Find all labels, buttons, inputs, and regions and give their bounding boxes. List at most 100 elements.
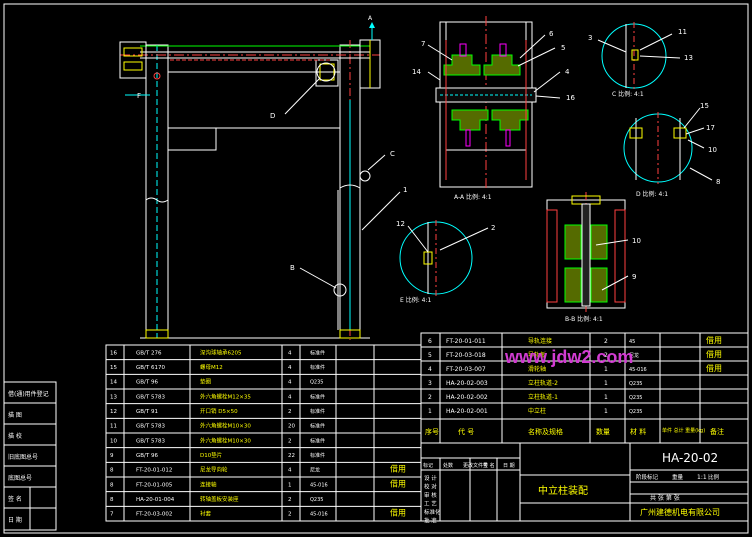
upper-bom-no: 1 — [428, 408, 432, 415]
balloon-9: 9 — [632, 273, 636, 281]
lower-bom-code: GB/T 96 — [136, 453, 158, 459]
lower-bom-name: 开口销 D5×50 — [200, 407, 238, 415]
left-strip-label: 描 校 — [8, 432, 22, 440]
f-mark: F — [137, 92, 141, 100]
left-bracket — [119, 41, 147, 79]
balloon-14: 14 — [412, 68, 421, 76]
header-qty: 数量 — [596, 427, 610, 436]
rev-label: 签 名 — [483, 462, 495, 469]
lower-bom-qty: 2 — [288, 409, 292, 415]
lower-bom-qty: 4 — [288, 468, 292, 474]
right-label: 重量 — [672, 473, 684, 481]
signoff-label: 标准化 — [424, 508, 441, 516]
left-bracket-slot — [123, 47, 143, 57]
lower-bom-name: 深沟球轴承6205 — [200, 348, 242, 356]
lower-bom-no: 7 — [110, 512, 114, 518]
ratio-value: 1:1 — [697, 474, 707, 481]
balloon-8: 8 — [716, 178, 720, 186]
balloon-12: 12 — [396, 220, 405, 228]
rev-label: 标记 — [423, 462, 433, 469]
balloon-13: 13 — [684, 54, 693, 62]
lower-bom-no: 12 — [110, 409, 117, 415]
lower-bom-qty: 1 — [288, 482, 292, 488]
upper-bom-material: 45 — [629, 339, 635, 345]
section-bb — [546, 192, 629, 314]
header-remark: 备注 — [710, 427, 724, 436]
lower-bom-no: 15 — [110, 365, 117, 371]
upper-bom-remark: 借用 — [706, 363, 722, 373]
balloon-2: 2 — [491, 224, 495, 232]
balloon-7: 7 — [421, 40, 425, 48]
lower-bom-material: 尼龙 — [310, 467, 320, 474]
upper-bom-qty: 1 — [604, 380, 608, 387]
drawing-number: HA-20-02 — [662, 451, 718, 465]
lower-bom-code: GB/T 276 — [136, 350, 162, 356]
upper-bom-code: HA-20-02-001 — [446, 408, 488, 415]
assembly-name: 中立柱装配 — [538, 484, 588, 497]
upper-bom-qty: 2 — [604, 352, 608, 359]
lower-bom-code: FT-20-01-005 — [136, 482, 173, 488]
upper-bom-qty: 2 — [604, 338, 608, 345]
lower-bom-qty: 2 — [288, 512, 292, 518]
header-material: 材 料 — [630, 427, 646, 436]
upper-bom-code: FT-20-03-018 — [446, 352, 486, 359]
lower-bom-name: 转轴盖板安装座 — [200, 495, 239, 503]
b-mark: B — [290, 264, 295, 272]
balloon-17: 17 — [706, 124, 715, 132]
right-label: 比例 — [708, 473, 720, 481]
header-code: 代 号 — [458, 427, 474, 436]
left-strip-label: 底图总号 — [8, 474, 32, 482]
mid-box — [167, 127, 217, 151]
signoff-label: 校 对 — [424, 483, 437, 491]
upper-bom-no: 4 — [428, 366, 432, 373]
detail-d — [623, 107, 713, 184]
lower-bom-code: GB/T 96 — [136, 380, 158, 386]
lower-bom-name: 外六角螺栓M12×35 — [200, 392, 251, 400]
upper-bom-name: 立柱轨道-2 — [528, 379, 558, 387]
upper-bom-qty: 1 — [604, 366, 608, 373]
lower-bom-name: 螺母M12 — [200, 363, 223, 371]
left-strip-label: 签 名 — [8, 495, 22, 503]
balloon-1: 1 — [403, 186, 407, 194]
lower-bom-material: 标准件 — [310, 437, 325, 444]
lower-bom-material: Q235 — [310, 497, 323, 503]
balloon-6: 6 — [549, 30, 554, 38]
header-name: 名称及规格 — [528, 427, 563, 436]
lower-bom-name: 连接轴 — [200, 480, 217, 488]
lower-bom-qty: 2 — [288, 438, 292, 444]
balloon-15: 15 — [700, 102, 709, 110]
upper-bom-no: 3 — [428, 380, 432, 387]
upper-bom-no: 5 — [428, 352, 432, 359]
upper-bom-code: FT-20-01-011 — [446, 338, 486, 345]
right-labels: 阶段标记重量比例 — [636, 473, 720, 481]
section-aa — [427, 16, 561, 190]
left-bracket-slot-2 — [123, 61, 143, 71]
signoff-label: 工 艺 — [424, 501, 437, 508]
upper-bom-no: 2 — [428, 394, 432, 401]
upper-bom-material: Q235 — [629, 381, 642, 387]
sheet-count: 共 张 第 张 — [650, 494, 680, 502]
main-elevation-view — [119, 22, 401, 340]
signoff-label: 设 计 — [424, 474, 437, 482]
lower-bom-no: 11 — [110, 424, 117, 430]
header-seq: 序号 — [425, 427, 439, 436]
lower-bom-no: 8 — [110, 497, 114, 503]
view-bb-label: B-B 比例: 4:1 — [565, 315, 603, 323]
view-d-label: D 比例: 4:1 — [636, 190, 668, 198]
lower-bom-name: 垫圈 — [200, 378, 212, 386]
lower-bom-code: FT-20-03-002 — [136, 512, 172, 518]
upper-bom-qty: 1 — [604, 408, 608, 415]
lower-bom-code: GB/T 5783 — [136, 394, 165, 400]
upper-bom-name: 导轨板 — [528, 351, 546, 359]
a-mark: A — [368, 15, 373, 22]
lower-bom-no: 8 — [110, 468, 114, 474]
upper-bom-material: 45-016 — [629, 367, 647, 373]
detail-b-circle — [333, 283, 347, 297]
lower-bom-qty: 22 — [288, 453, 295, 459]
lower-bom-material: 标准件 — [310, 393, 325, 400]
c-mark: C — [390, 150, 395, 158]
detail-e — [399, 220, 489, 296]
